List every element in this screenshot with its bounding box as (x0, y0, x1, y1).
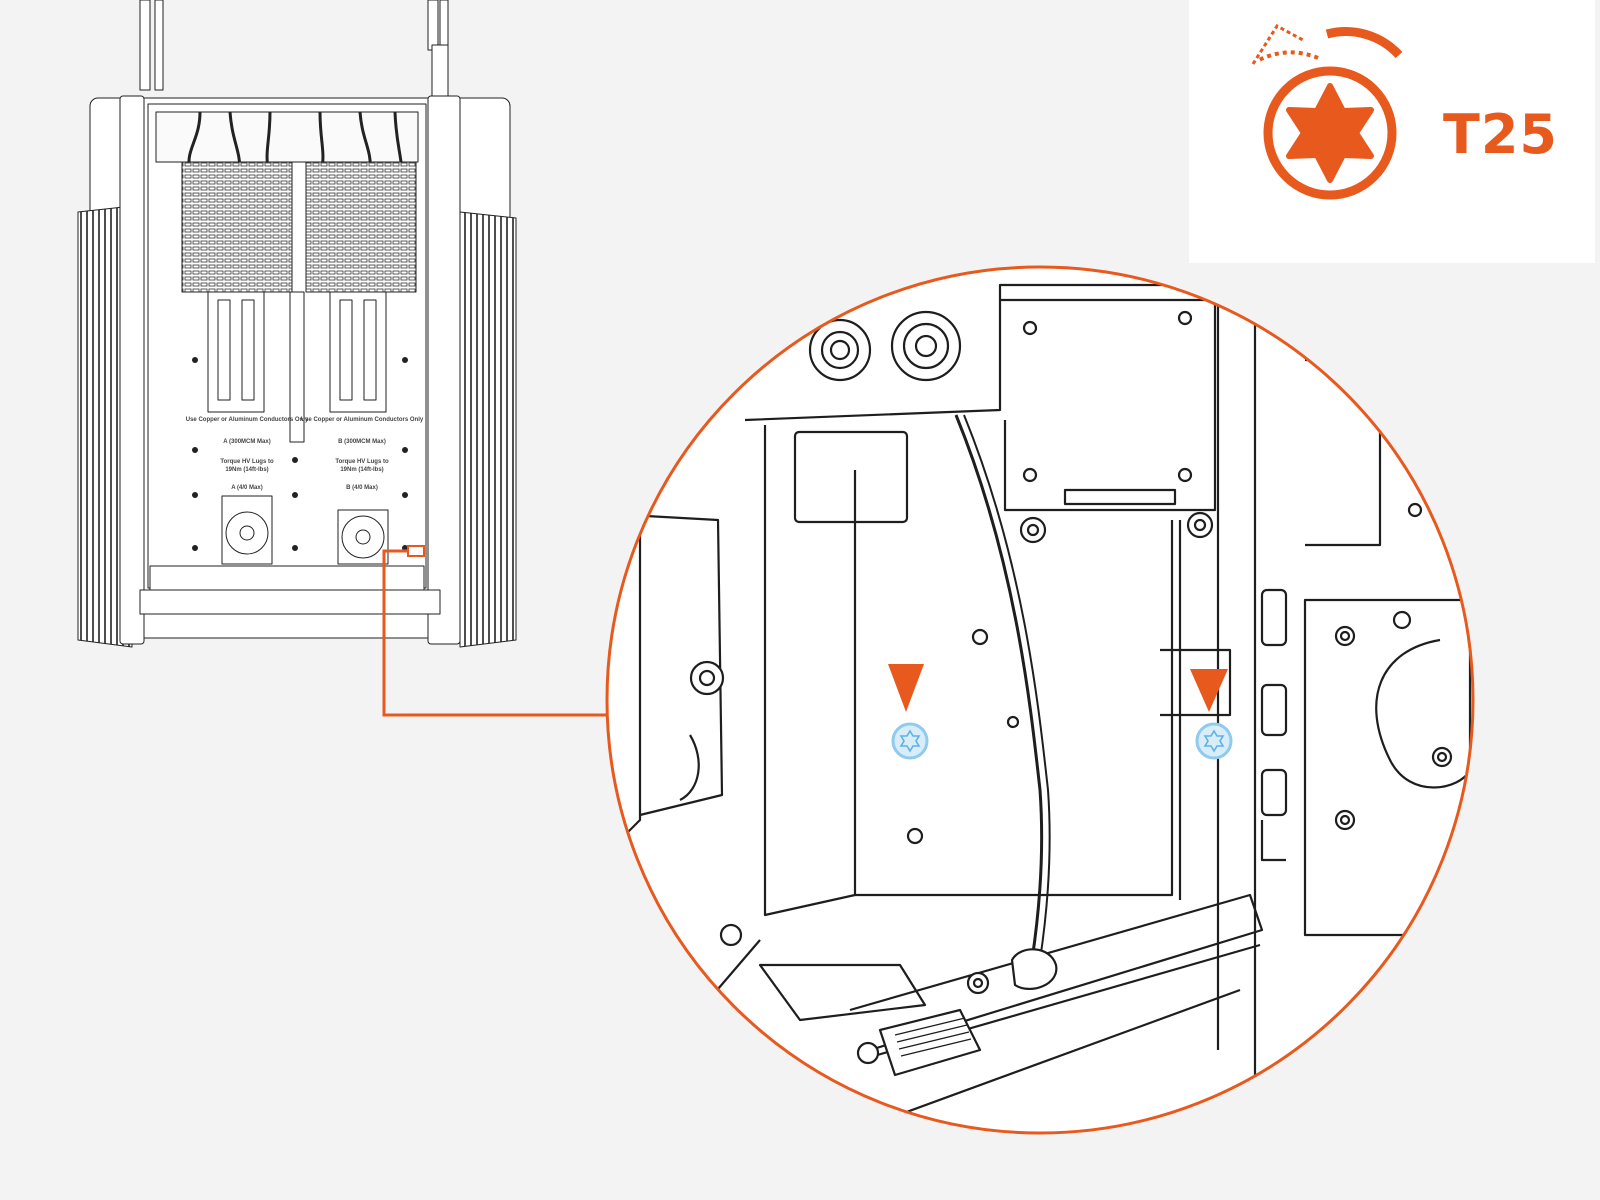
label-a-4-0: A (4/0 Max) (231, 485, 262, 491)
conductor-note-left: Use Copper or Aluminum Conductors Only (186, 417, 309, 423)
torx-screw-icon (891, 722, 929, 760)
tool-size-text: T25 (1443, 103, 1558, 166)
torx-screw-icon (1195, 722, 1233, 760)
tool-card (1189, 0, 1595, 263)
torque-note-left-1: Torque HV Lugs to (220, 459, 274, 465)
panel-labels: Use Copper or Aluminum Conductors Only U… (186, 417, 424, 491)
label-b-300mcm: B (300MCM Max) (338, 439, 386, 445)
torque-note-right-1: Torque HV Lugs to (335, 459, 389, 465)
zoom-detail (605, 265, 1475, 1135)
torx-t25-icon (1263, 66, 1397, 200)
label-a-300mcm: A (300MCM Max) (223, 439, 270, 445)
conductor-note-right: Use Copper or Aluminum Conductors Only (301, 417, 424, 423)
counterclockwise-rotation-arrow-icon (1251, 24, 1403, 65)
orange-triangle-marker-icon (1190, 669, 1228, 712)
charger-overview (77, 0, 517, 648)
orange-triangle-marker-icon (888, 664, 924, 712)
torque-note-right-2: 19Nm (14ft-lbs) (340, 467, 383, 473)
label-b-4-0: B (4/0 Max) (346, 485, 378, 491)
torque-note-left-2: 19Nm (14ft-lbs) (225, 467, 268, 473)
tool-label-overlay: T25 (1443, 105, 1558, 165)
callout-leader (382, 545, 610, 717)
